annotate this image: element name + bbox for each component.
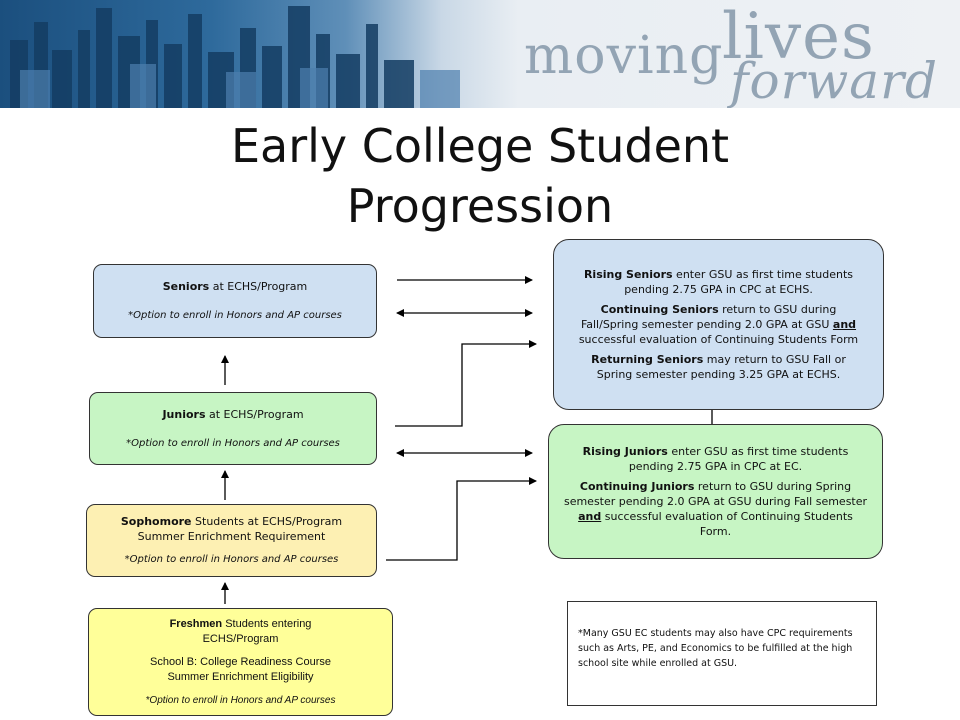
juniors-box: Juniors at ECHS/Program *Option to enrol… <box>89 392 377 465</box>
juniors-text: at ECHS/Program <box>205 407 304 421</box>
rising-seniors-box: Rising Seniors enter GSU as first time s… <box>553 239 884 410</box>
brand-word-moving: moving <box>524 26 724 86</box>
rising-seniors-text: enter GSU as first time students pending… <box>624 268 854 296</box>
rising-juniors-box: Rising Juniors enter GSU as first time s… <box>548 424 883 559</box>
rising-juniors-text: enter GSU as first time students pending… <box>628 445 849 473</box>
continuing-seniors-and: and <box>832 318 857 331</box>
connector-sophomore-to-rising-juniors <box>386 477 537 561</box>
city-skyline-image <box>10 6 460 108</box>
brand-word-forward: forward <box>730 52 939 108</box>
header-banner: moving lives forward <box>0 0 960 108</box>
footnote-text: *Many GSU EC students may also have CPC … <box>578 628 853 669</box>
freshmen-heading: Freshmen Students entering <box>170 617 312 632</box>
page-title: Early College Student Progression <box>230 119 730 233</box>
freshmen-eligibility: Summer Enrichment Eligibility <box>167 670 314 683</box>
seniors-box: Seniors at ECHS/Program *Option to enrol… <box>93 264 377 338</box>
continuing-juniors-label: Continuing Juniors <box>579 480 695 493</box>
rising-seniors-label: Rising Seniors <box>583 268 673 281</box>
continuing-seniors-paragraph: Continuing Seniors return to GSU during … <box>572 302 865 347</box>
returning-seniors-text: may return to GSU Fall or Spring semeste… <box>596 353 846 381</box>
seniors-label: Seniors <box>162 280 210 293</box>
freshmen-option-note: *Option to enroll in Honors and AP cours… <box>145 694 336 706</box>
continuing-juniors-text: return to GSU during Spring semester pen… <box>563 480 868 508</box>
rising-juniors-label: Rising Juniors <box>582 445 668 458</box>
freshmen-program: ECHS/Program <box>202 632 279 645</box>
returning-seniors-paragraph: Returning Seniors may return to GSU Fall… <box>572 352 865 382</box>
rising-juniors-paragraph: Rising Juniors enter GSU as first time s… <box>563 444 868 474</box>
continuing-juniors-tail: successful evaluation of Continuing Stud… <box>601 510 853 538</box>
returning-seniors-label: Returning Seniors <box>591 353 704 366</box>
juniors-label: Juniors <box>162 407 206 421</box>
sophomore-box: Sophomore Students at ECHS/Program Summe… <box>86 504 377 577</box>
continuing-juniors-and: and <box>578 510 602 523</box>
freshmen-text: Students entering <box>222 617 312 630</box>
seniors-text: at ECHS/Program <box>209 280 308 293</box>
freshmen-label: Freshmen <box>169 617 223 630</box>
continuing-juniors-paragraph: Continuing Juniors return to GSU during … <box>563 479 868 539</box>
seniors-option-note: *Option to enroll in Honors and AP cours… <box>128 310 342 321</box>
sophomore-heading: Sophomore Students at ECHS/Program <box>121 514 342 529</box>
sophomore-requirement: Summer Enrichment Requirement <box>137 530 326 543</box>
juniors-heading: Juniors at ECHS/Program <box>162 407 303 422</box>
continuing-seniors-tail: successful evaluation of Continuing Stud… <box>578 333 859 346</box>
sophomore-label: Sophomore <box>120 515 192 528</box>
continuing-seniors-text: return to GSU during Fall/Spring semeste… <box>580 303 837 331</box>
freshmen-readiness-course: School B: College Readiness Course <box>150 655 331 668</box>
continuing-seniors-label: Continuing Seniors <box>600 303 719 316</box>
freshmen-box: Freshmen Students entering ECHS/Program … <box>88 608 393 716</box>
sophomore-option-note: *Option to enroll in Honors and AP cours… <box>124 554 339 565</box>
brand-word-lives: lives <box>722 0 875 74</box>
juniors-option-note: *Option to enroll in Honors and AP cours… <box>126 437 340 449</box>
footnote-box: *Many GSU EC students may also have CPC … <box>567 601 877 706</box>
seniors-heading: Seniors at ECHS/Program <box>163 279 308 294</box>
connector-juniors-to-rising-seniors <box>395 340 537 427</box>
sophomore-text: Students at ECHS/Program <box>191 515 343 528</box>
rising-seniors-paragraph: Rising Seniors enter GSU as first time s… <box>572 267 865 297</box>
